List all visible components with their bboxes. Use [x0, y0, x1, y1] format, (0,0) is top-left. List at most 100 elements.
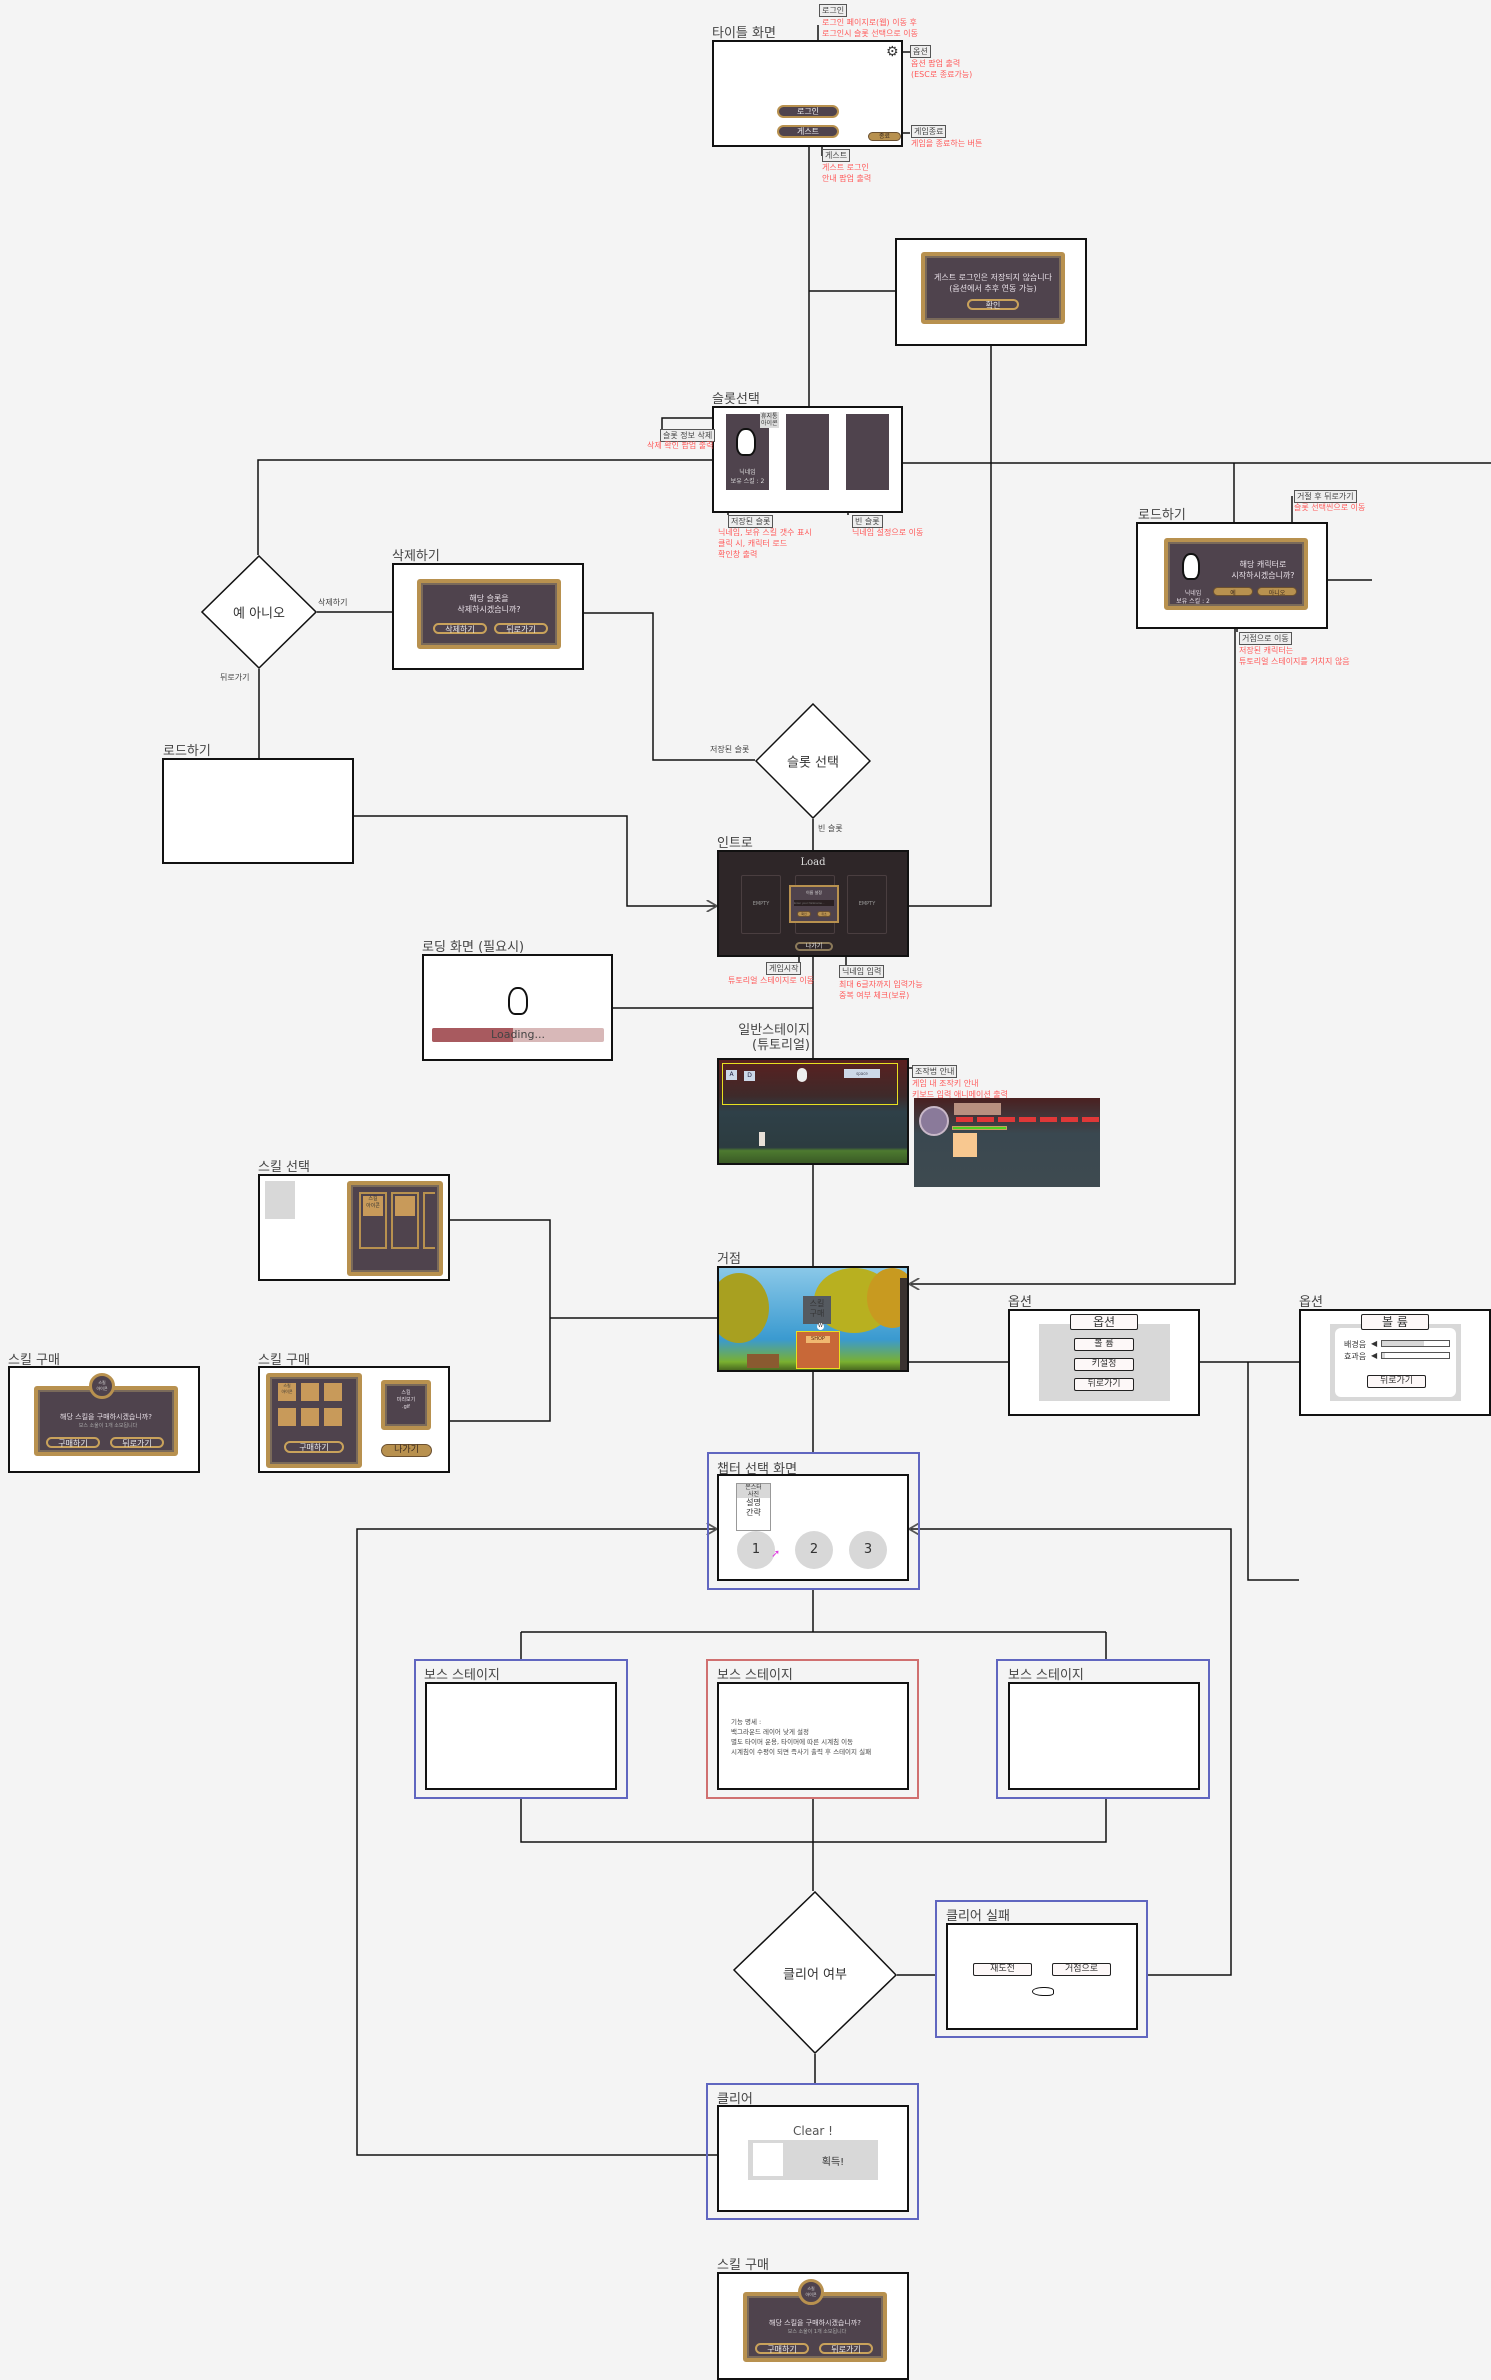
back-button[interactable]: 뒤로가기 — [1367, 1375, 1426, 1388]
cancel-button[interactable]: 취소 — [817, 911, 831, 917]
clear-decision-label: 클리어 여부 — [783, 1967, 847, 1982]
guest-popup: 게스트 로그인은 저장되지 않습니다 (옵션에서 추후 연동 가능) 확인 — [921, 252, 1065, 324]
skill-icon[interactable] — [301, 1408, 319, 1426]
shop-building[interactable]: SHOP — [796, 1331, 840, 1369]
clear-decision: 클리어 여부 — [733, 1891, 897, 2054]
intro-screen: Load EMPTY EMPTY 이름 설정 확인 취소 나가기 — [717, 850, 909, 957]
confirm-button[interactable]: 확인 — [967, 299, 1019, 310]
no-button[interactable]: 아니오 — [1257, 587, 1297, 597]
skill-slot[interactable]: 스킬 아이콘 — [359, 1192, 387, 1249]
load-skills: 보유 스킬 : 2 — [1176, 598, 1210, 605]
key-settings-button[interactable]: 키설정 — [1074, 1358, 1134, 1371]
back-button[interactable]: 뒤로가기 — [1074, 1378, 1134, 1391]
skill-preview — [265, 1181, 295, 1219]
retry-button[interactable]: 재도전 — [973, 1963, 1032, 1976]
skill-icon[interactable] — [301, 1383, 319, 1401]
buy-button[interactable]: 구매하기 — [46, 1437, 100, 1448]
login-button[interactable]: 로그인 — [777, 105, 839, 118]
skill-icon[interactable] — [278, 1408, 296, 1426]
chapter-1-button[interactable]: 1 — [737, 1531, 775, 1569]
option-screen: 옵션 볼 륨 키설정 뒤로가기 — [1008, 1309, 1200, 1416]
skill-icon[interactable] — [324, 1408, 342, 1426]
delete-button[interactable]: 삭제하기 — [433, 623, 487, 634]
skill-select-screen: 스킬 아이콘 — [258, 1174, 450, 1281]
title-screen: ⚙ 로그인 게스트 종료 — [712, 40, 903, 147]
skill-icon[interactable] — [324, 1383, 342, 1401]
confirm-button[interactable]: 확인 — [797, 911, 811, 917]
empty-slot[interactable]: EMPTY — [741, 875, 781, 934]
delete-screen: 해당 슬롯을 삭제하시겠습니까? 삭제하기 뒤로가기 — [392, 563, 584, 670]
guest-popup-message: 게스트 로그인은 저장되지 않습니다 (옵션에서 추후 연동 가능) — [933, 273, 1053, 293]
reward-bar: 획득! — [748, 2140, 878, 2180]
boss-hp-pills — [956, 1117, 1100, 1122]
skill-icon — [395, 1196, 415, 1216]
volume-panel — [1330, 1324, 1461, 1401]
player-hp-bar — [952, 1126, 1007, 1130]
monster-photo: 몬스터 사진 — [737, 1484, 770, 1498]
loading-screen: Loading... — [422, 954, 613, 1061]
controls-guide: A D space — [722, 1063, 898, 1105]
empty-slot-card[interactable] — [846, 414, 889, 490]
section-boss-left: 보스 스테이지 — [424, 1668, 500, 1683]
bgm-slider-fill — [1382, 1341, 1424, 1346]
skill-icon: 스킬 아이콘 — [89, 1373, 115, 1399]
key-w-icon: W — [817, 1323, 824, 1330]
nickname-input[interactable] — [794, 900, 834, 906]
section-load-left: 로드하기 — [163, 744, 211, 759]
skill-slot[interactable] — [423, 1192, 435, 1249]
skill-slot[interactable] — [391, 1192, 419, 1249]
chapter-2-button[interactable]: 2 — [795, 1531, 833, 1569]
gear-icon[interactable]: ⚙ — [886, 44, 899, 60]
dialog-title: 이름 설정 — [806, 890, 822, 895]
skill-icon: 스킬 아이콘 — [363, 1196, 383, 1216]
volume-screen: 볼 륨 배경음 ◀ 효과음 ◀ 뒤로가기 — [1299, 1309, 1491, 1416]
character-icon — [1182, 553, 1200, 580]
section-title-screen: 타이틀 화면 — [712, 26, 776, 41]
feature-spec: 기능 명세 : 백그라운드 레이어 낮게 설정 별도 타이머 운용, 타이머에 … — [731, 1718, 872, 1756]
slot-skills: 보유 스킬 : 2 — [730, 478, 765, 485]
player-character — [759, 1132, 765, 1146]
section-boss-right: 보스 스테이지 — [1008, 1668, 1084, 1683]
back-button[interactable]: 뒤로가기 — [494, 623, 548, 634]
section-boss-mid: 보스 스테이지 — [717, 1668, 793, 1683]
yes-button[interactable]: 예 — [1213, 587, 1253, 597]
section-load-right: 로드하기 — [1138, 508, 1186, 523]
exit-button[interactable]: 종료 — [868, 132, 901, 141]
shop-label: SHOP — [806, 1336, 830, 1343]
load-nickname: 닉네임 — [1184, 590, 1202, 597]
chapter-3-button[interactable]: 3 — [849, 1531, 887, 1569]
to-base-button[interactable]: 거점으로 — [1052, 1963, 1111, 1976]
exit-button[interactable]: 나가기 — [381, 1444, 432, 1457]
monster-info: 몬스터 사진 설명 간략 — [736, 1483, 771, 1531]
trash-icon[interactable]: 휴지통 아이콘 — [760, 412, 779, 428]
monster-summary: 간략 — [746, 1508, 761, 1517]
annotation-tag: 게임종료 — [911, 125, 947, 138]
saved-slot-card[interactable]: 닉네임 보유 스킬 : 2 — [726, 414, 769, 490]
buy-cost: 보스 소울이 1개 소모됩니다 — [787, 2329, 847, 2335]
boss-stage-frame — [996, 1659, 1210, 1799]
back-button[interactable]: 뒤로가기 — [819, 2343, 873, 2354]
skill-shop-sign: 스킬 구매 — [803, 1296, 831, 1324]
annotation-note: 게스트 로그인 안내 팝업 출력 — [822, 163, 872, 183]
annotation-note: 닉네임 설정으로 이동 — [852, 528, 924, 537]
buy-button[interactable]: 구매하기 — [755, 2343, 809, 2354]
bgm-slider[interactable] — [1381, 1340, 1450, 1347]
volume-button[interactable]: 볼 륨 — [1074, 1338, 1134, 1351]
intro-title: Load — [800, 857, 826, 868]
annotation-tag: 옵션 — [910, 45, 931, 58]
buy-cost: 보스 소울이 1개 소모됩니다 — [78, 1423, 138, 1429]
back-button[interactable]: 뒤로가기 — [110, 1437, 164, 1448]
exit-button[interactable]: 나가기 — [795, 942, 833, 951]
section-volume: 옵션 — [1299, 1295, 1323, 1310]
section-chapter-select: 챕터 선택 화면 — [717, 1462, 798, 1477]
buy-button[interactable]: 구매하기 — [284, 1441, 344, 1453]
character-icon — [508, 987, 528, 1015]
empty-slot-card[interactable] — [786, 414, 829, 490]
annotation-tag: 거절 후 뒤로가기 — [1294, 490, 1357, 503]
skill-icon[interactable]: 스킬 아이콘 — [278, 1383, 296, 1401]
guest-button[interactable]: 게스트 — [777, 125, 839, 138]
sfx-slider[interactable] — [1381, 1352, 1450, 1359]
empty-slot[interactable]: EMPTY — [847, 875, 887, 934]
section-skill-buy-bottom: 스킬 구매 — [717, 2258, 769, 2273]
delete-popup: 해당 슬롯을 삭제하시겠습니까? 삭제하기 뒤로가기 — [417, 579, 561, 649]
